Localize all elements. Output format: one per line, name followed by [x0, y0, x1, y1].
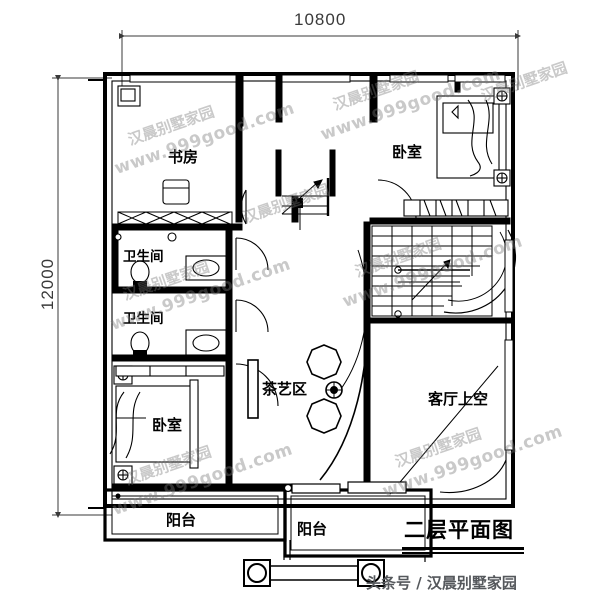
balcony-connector	[283, 481, 407, 494]
furniture-bedroom-top	[403, 87, 511, 217]
room-label-bedroom-left: 卧室	[152, 416, 183, 434]
room-label-bedroom-top: 卧室	[392, 143, 423, 161]
balcony-columns	[243, 559, 385, 587]
windows-right-wall	[504, 239, 514, 451]
room-label-living-void: 客厅上空	[428, 390, 489, 408]
drawing-title-underline	[402, 547, 524, 550]
exterior-left-stub	[88, 79, 105, 509]
windows-top-wall	[129, 74, 506, 83]
secondary-stair-detail	[281, 178, 330, 230]
balcony-drop-walls	[283, 540, 426, 562]
room-label-study: 书房	[168, 148, 199, 166]
furniture-bedroom-left	[109, 365, 225, 485]
furniture-bathrooms	[114, 232, 227, 356]
furniture-study	[117, 85, 190, 205]
study-window-band	[117, 211, 233, 225]
dimension-left-label: 12000	[38, 257, 58, 311]
room-label-bathroom-2: 卫生间	[123, 311, 164, 327]
interior-walls	[111, 73, 513, 493]
living-void-marker	[389, 365, 499, 495]
credit-line: 头条号 / 汉晨别墅家园	[366, 574, 517, 592]
dimension-lines	[52, 30, 521, 518]
room-label-bathroom-1: 卫生间	[123, 249, 164, 265]
drawing-title: 二层平面图	[404, 518, 514, 542]
room-label-balcony-mid: 阳台	[297, 520, 328, 538]
main-staircase	[371, 225, 517, 318]
dimension-top-label: 10800	[294, 10, 347, 29]
room-label-tea-area: 茶艺区	[262, 380, 308, 398]
room-label-balcony-left: 阳台	[166, 511, 197, 529]
furniture-tea-area	[247, 344, 343, 434]
drawing-title-underline-2	[402, 552, 524, 554]
door-swings	[235, 179, 507, 493]
